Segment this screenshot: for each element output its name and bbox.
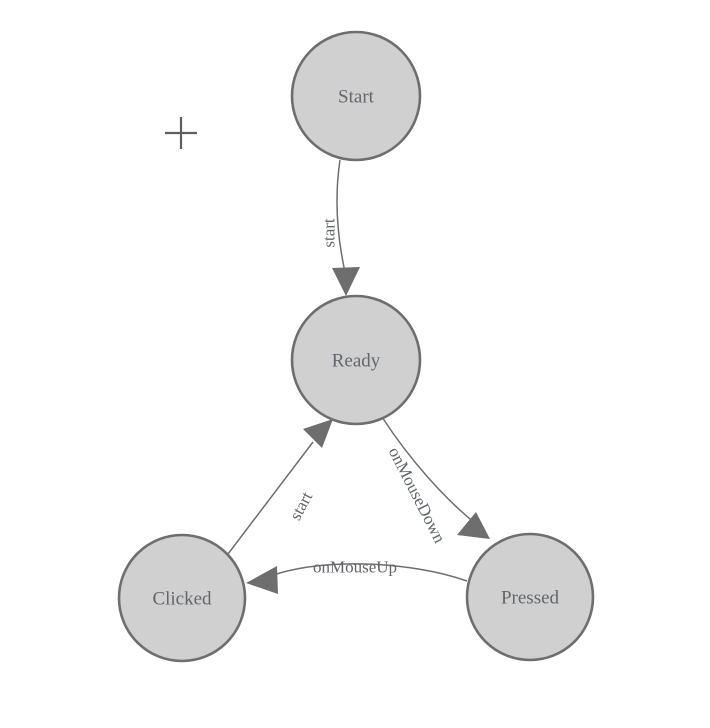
edge-path-start-to-ready (336, 159, 346, 273)
edge-pressed-to-clicked[interactable] (246, 563, 468, 594)
edge-clicked-to-ready[interactable] (227, 419, 333, 555)
arrowhead-clicked-to-ready (303, 419, 333, 448)
arrowhead-ready-to-pressed (457, 512, 490, 539)
edge-start-to-ready[interactable] (332, 159, 360, 296)
edge-label-clicked-to-ready: start (286, 488, 317, 523)
arrowhead-start-to-ready (332, 267, 360, 296)
node-clicked-label: Clicked (152, 589, 212, 610)
crosshair-icon[interactable] (165, 117, 197, 149)
edge-label-ready-to-pressed: onMouseDown (385, 444, 450, 546)
node-pressed[interactable]: Pressed (465, 532, 595, 662)
arrowhead-pressed-to-clicked (246, 566, 278, 594)
edge-path-clicked-to-ready (227, 441, 314, 555)
node-pressed-circle (465, 532, 595, 662)
edge-path-ready-to-pressed (381, 416, 477, 525)
node-ready[interactable]: Ready (290, 294, 422, 426)
node-clicked-circle (117, 533, 247, 663)
node-start[interactable]: Start (290, 30, 422, 162)
node-start-circle (290, 30, 422, 162)
node-pressed-label: Pressed (501, 588, 560, 609)
edge-label-pressed-to-clicked: onMouseUp (313, 558, 397, 577)
node-ready-circle (290, 294, 422, 426)
node-ready-label: Ready (332, 351, 381, 372)
node-clicked[interactable]: Clicked (117, 533, 247, 663)
edge-ready-to-pressed[interactable] (381, 416, 490, 539)
edge-path-pressed-to-clicked (267, 563, 468, 582)
edge-label-start-to-ready: start (320, 218, 339, 248)
node-start-label: Start (338, 87, 375, 108)
